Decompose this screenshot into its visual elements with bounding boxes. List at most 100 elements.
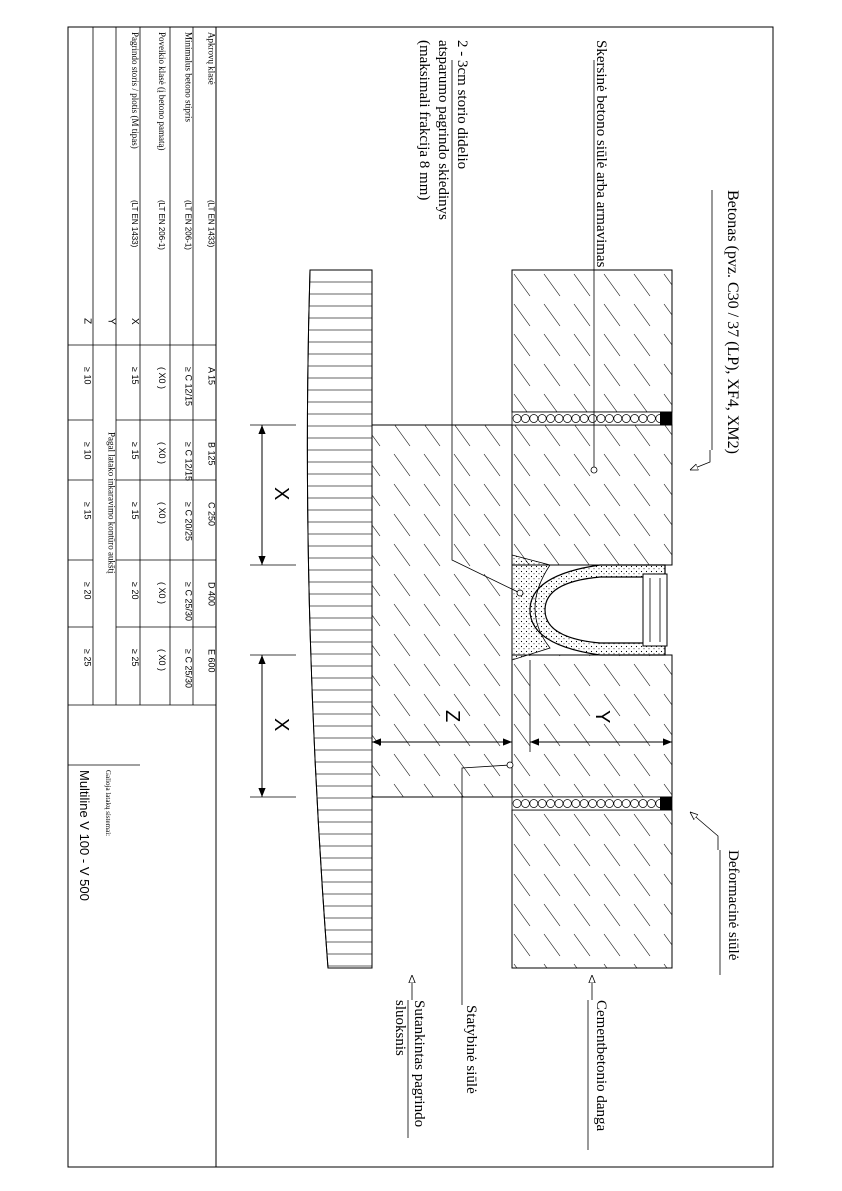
label-sutankintas-2: sluoksnis	[392, 1000, 408, 1056]
joint-filler	[621, 799, 631, 808]
dim-label-y: Y	[591, 710, 613, 723]
table-row-dim: Z	[82, 318, 93, 324]
expansion-joint-right	[511, 796, 673, 811]
table-cell: ≥ 20	[83, 582, 93, 599]
system-name: Multiline V 100 - V 500	[77, 770, 92, 901]
table-cell: ≥ C 25/30	[184, 649, 194, 688]
leader-statybine	[461, 764, 511, 1005]
leader-deformacine	[690, 812, 719, 850]
dim-label-x-lower: X	[270, 718, 292, 731]
label-statybine: Statybinė siūlė	[463, 1005, 479, 1094]
joint-filler	[512, 414, 522, 423]
leader-dot	[516, 589, 524, 597]
dimension-x-upper	[250, 424, 296, 566]
joint-filler	[579, 799, 589, 808]
table-cell: ≥ 15	[130, 502, 140, 519]
table-row-standard: (LT EN 206-1)	[157, 200, 166, 250]
system-caption: Galioja latakų sistemai:	[104, 770, 112, 836]
joint-filler	[605, 414, 614, 423]
pavement-slab-middle-right	[511, 654, 673, 798]
table-cell: ( X0 )	[157, 367, 167, 389]
joint-filler	[588, 799, 597, 808]
joint-filler	[605, 799, 614, 808]
joint-filler	[588, 414, 597, 423]
table-merged-cell: Pagal latako inkaravimo kontūro aukštį	[107, 432, 117, 574]
cross-section	[250, 269, 673, 969]
leader-betonas	[690, 450, 711, 470]
table-row-label: Minimalus betono stipris	[184, 32, 194, 122]
joint-filler	[521, 799, 530, 808]
joint-sealant	[660, 797, 672, 810]
joint-filler	[579, 414, 589, 423]
joint-filler	[630, 799, 639, 808]
labels: Betonas (pvz. C30 / 37 (LP), XF4, XM2) S…	[392, 40, 741, 1150]
table-cell: ≥ C 25/30	[184, 582, 194, 621]
table-cell: ≥ 15	[130, 442, 140, 459]
label-sutankintas-1: Sutankintas pagrindo	[411, 1000, 427, 1127]
label-deformacine: Deformacinė siūlė	[725, 850, 741, 961]
joint-filler	[529, 414, 539, 423]
joint-filler	[596, 799, 606, 808]
label-skersine: Skersinė betono siūlė arba armavimas	[593, 40, 609, 268]
table-cell: ≥ 10	[83, 442, 93, 459]
table-cell: ( X0 )	[157, 582, 167, 604]
pavement-slab-middle-left	[511, 424, 673, 566]
expansion-joint-left	[511, 411, 673, 426]
table-cell: ≥ C 20/25	[184, 502, 194, 541]
concrete-foundation	[371, 424, 513, 798]
table-row-label: Poveikio klasė (į betono pamatą)	[157, 32, 167, 150]
table-cell: E 600	[207, 649, 217, 673]
joint-filler	[537, 414, 547, 423]
table-cell: ≥ C 12/15	[184, 367, 194, 406]
label-betonas: Betonas (pvz. C30 / 37 (LP), XF4, XM2)	[724, 190, 741, 454]
joint-filler	[537, 799, 547, 808]
table-cell: ≥ 15	[130, 367, 140, 384]
table-cell: B 125	[207, 442, 217, 466]
table-cell: ≥ C 12/15	[184, 442, 194, 481]
joint-filler	[529, 799, 539, 808]
joint-filler	[546, 414, 555, 423]
dimension-x-lower	[250, 654, 296, 798]
leaders	[412, 60, 719, 1005]
table-cell: ≥ 25	[83, 649, 93, 666]
joint-filler	[554, 414, 564, 423]
label-cementbetonio: Cementbetonio danga	[593, 1000, 609, 1132]
table-row-standard: (LT EN 1433)	[207, 200, 216, 248]
joint-filler	[596, 414, 606, 423]
dim-label-x-upper: X	[270, 487, 292, 500]
table-row-label: Apkrovų klasė	[207, 32, 217, 85]
pavement-slab-right	[511, 809, 673, 969]
table-row-dim: Y	[106, 318, 117, 325]
leader-dot	[506, 761, 514, 769]
joint-filler	[630, 414, 639, 423]
joint-filler	[638, 414, 648, 423]
leader-dot	[590, 466, 598, 474]
joint-filler	[647, 799, 656, 808]
table-cell: ≥ 25	[130, 649, 140, 666]
table-cell: ( X0 )	[157, 502, 167, 524]
label-pagrindas-2: atsparumo pagrindo skiedinys	[435, 40, 451, 220]
table-row-dim: X	[129, 318, 140, 325]
joint-filler	[613, 799, 623, 808]
joint-filler	[563, 414, 572, 423]
joint-filler	[621, 414, 631, 423]
table-row-label: Pagrindo storis / plotis (M tipas)	[130, 32, 140, 149]
joint-filler	[638, 799, 648, 808]
joint-filler	[571, 799, 581, 808]
subgrade-soil	[306, 269, 373, 969]
joint-filler	[521, 414, 530, 423]
leader-pagrindas	[451, 60, 519, 593]
joint-filler	[571, 414, 581, 423]
table-cell: A 15	[207, 367, 217, 385]
table-row-standard: (LT EN 1433)	[130, 200, 139, 248]
joint-filler	[563, 799, 572, 808]
table-cell: ≥ 10	[83, 367, 93, 384]
pavement-slab-left	[511, 269, 673, 413]
dimension-labels: X X Z Y	[270, 487, 613, 731]
label-pagrindas-3: (maksimali frakcija 8 mm)	[416, 40, 432, 200]
table-cell: ( X0 )	[157, 442, 167, 464]
joint-filler	[613, 414, 623, 423]
joint-filler	[554, 799, 564, 808]
